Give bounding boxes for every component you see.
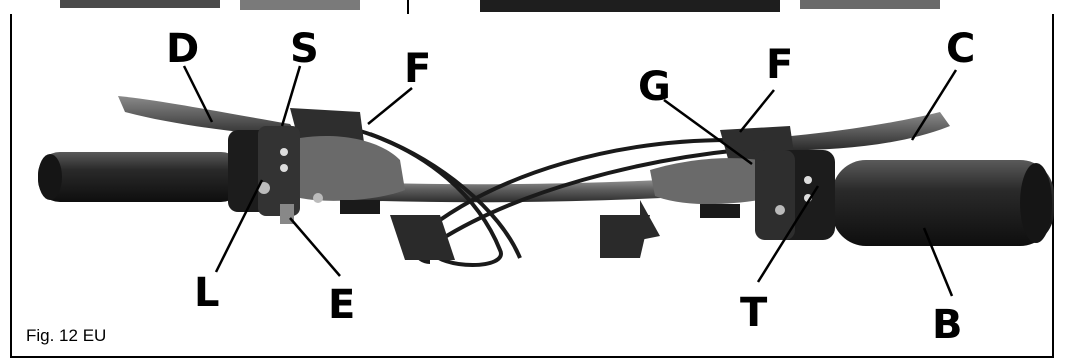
callout-F-right: F (766, 42, 793, 88)
leader-F-right (740, 90, 774, 132)
right-switch-housing (640, 150, 835, 240)
left-grip (38, 152, 243, 202)
right-grip (832, 160, 1054, 246)
callout-C: C (946, 26, 975, 72)
callout-F-left: F (404, 46, 431, 92)
left-switch-housing (228, 126, 405, 224)
callout-S: S (290, 26, 319, 72)
callout-D: D (166, 26, 199, 72)
callout-T: T (740, 290, 768, 336)
leader-F-left (368, 88, 412, 124)
figure-caption: Fig. 12 EU (26, 326, 106, 346)
callout-B: B (932, 302, 963, 348)
callout-E: E (328, 282, 355, 328)
callout-L: L (194, 270, 220, 316)
right-brake-lever (720, 112, 950, 166)
callout-G: G (638, 64, 671, 110)
leader-E (290, 218, 340, 276)
